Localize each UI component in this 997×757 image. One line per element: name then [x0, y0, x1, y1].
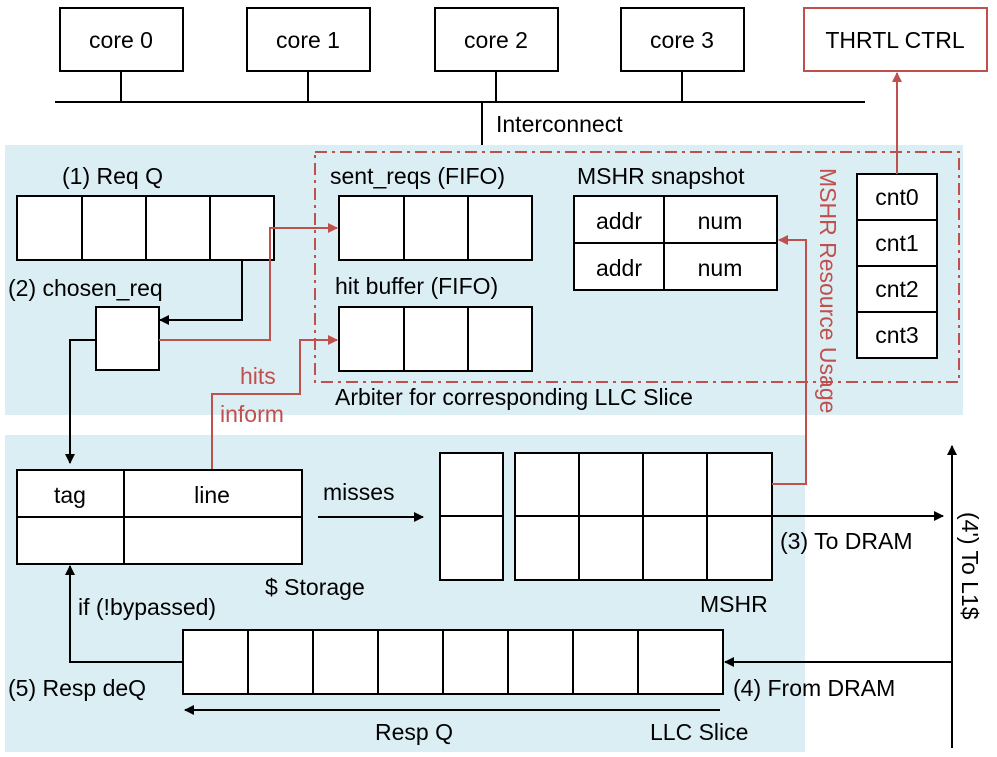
hits-inform-arrow [211, 335, 338, 470]
core-3-label: core 3 [650, 27, 714, 53]
to-dram-label: (3) To DRAM [780, 528, 913, 554]
chosen-req-label: (2) chosen_req [8, 275, 163, 301]
resp-q-queue [182, 629, 724, 695]
core-2-box [434, 7, 559, 72]
mshr-snapshot-cell: addr [596, 255, 642, 281]
mshr-snapshot-cell: addr [596, 208, 642, 234]
core-1-box [246, 7, 371, 72]
mshr-snapshot-table [573, 195, 778, 291]
req-q-to-chosen-arrow [159, 260, 243, 325]
inform-label: inform [220, 401, 284, 427]
hit-buffer-label: hit buffer (FIFO) [335, 273, 498, 299]
mshr-usage-arrow [772, 235, 807, 485]
resp-deq-arrow [65, 565, 183, 663]
mshr-resource-usage-label: MSHR Resource Usage [815, 168, 841, 413]
sent-reqs-label: sent_reqs (FIFO) [330, 163, 505, 189]
req-q-label: (1) Req Q [62, 163, 163, 189]
core-2-label: core 2 [464, 27, 528, 53]
arbiter-caption: Arbiter for corresponding LLC Slice [335, 384, 693, 410]
storage-caption: $ Storage [265, 574, 365, 600]
thrtl-ctrl-box [803, 7, 988, 72]
hit-buffer-fifo [338, 306, 533, 372]
core-1-label: core 1 [276, 27, 340, 53]
thrtl-ctrl-label: THRTL CTRL [825, 27, 965, 53]
interconnect-label: Interconnect [496, 111, 623, 137]
storage-tag-header: tag [54, 482, 86, 508]
from-dram-label: (4) From DRAM [733, 675, 895, 701]
misses-label: misses [323, 479, 395, 505]
chosen-req-box [95, 306, 160, 371]
storage-line-header: line [194, 482, 230, 508]
counter-label: cnt1 [875, 230, 918, 256]
resp-q-label: Resp Q [375, 719, 453, 745]
resp-deq-label: (5) Resp deQ [8, 675, 146, 701]
to-l1-label: (4') To L1$ [957, 512, 983, 620]
counter-label: cnt3 [875, 322, 918, 348]
core-0-label: core 0 [89, 27, 153, 53]
mshr-snapshot-cell: num [698, 208, 743, 234]
llc-slice-label: LLC Slice [650, 719, 748, 745]
chosen-to-tag-arrow [65, 339, 96, 464]
hits-label: hits [240, 363, 276, 389]
counter-stack [856, 173, 938, 359]
mshr-label: MSHR [700, 591, 768, 617]
chosen-to-sent-reqs-arrow [159, 223, 338, 341]
mshr-snapshot-cell: num [698, 255, 743, 281]
cache-storage [16, 469, 303, 565]
counter-label: cnt2 [875, 276, 918, 302]
req-q-queue [16, 195, 275, 261]
mshr-entries [439, 452, 773, 581]
sent-reqs-fifo [338, 195, 533, 261]
mshr-snapshot-label: MSHR snapshot [577, 163, 745, 189]
counter-label: cnt0 [875, 184, 918, 210]
if-not-bypassed-label: if (!bypassed) [78, 594, 216, 620]
arbiter-boundary [314, 151, 960, 383]
